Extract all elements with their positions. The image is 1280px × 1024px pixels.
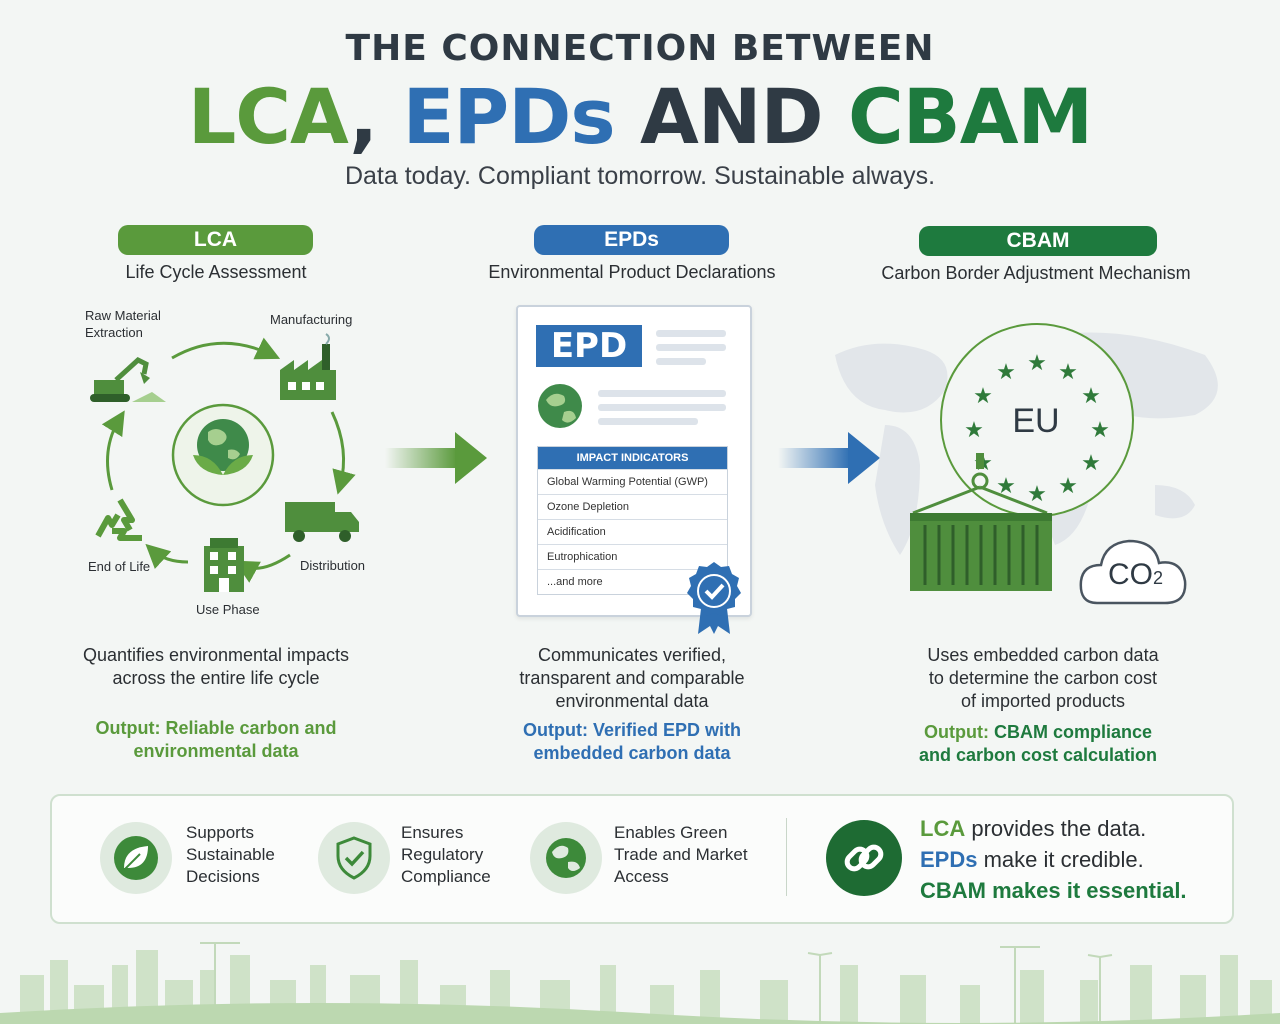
title-and: AND — [640, 72, 824, 161]
cbam-illustration: ★ ★ ★ ★ ★ ★ ★ ★ ★ ★ ★ ★ — [835, 323, 1218, 605]
slogan-line-1: LCA provides the data. — [920, 816, 1147, 841]
epd-subtitle: Environmental Product Declarations — [488, 262, 776, 282]
stage-end-of-life: End of Life — [88, 559, 151, 574]
lca-output: Output: Reliable carbon and environmenta… — [95, 718, 337, 761]
chain-link-icon — [844, 844, 884, 872]
lca-description: Quantifies environmental impacts across … — [82, 645, 350, 688]
arrow-use-to-eol — [145, 543, 189, 569]
svg-text:★: ★ — [1027, 482, 1047, 507]
crane-hook-icon — [912, 453, 1048, 515]
cbam-pill: CBAM — [919, 226, 1157, 256]
title-lca: LCA — [187, 72, 350, 161]
benefit-globe-badge — [530, 822, 602, 894]
benefit-sustainable: Supports Sustainable Decisions — [186, 823, 275, 886]
arrow-manufacturing-to-distribution — [330, 411, 356, 495]
impact-row: Global Warming Potential (GWP) — [538, 469, 727, 494]
panel-divider — [786, 818, 787, 896]
epd-output: Output: Verified EPD with embedded carbo… — [522, 720, 741, 763]
svg-text:★: ★ — [1081, 384, 1101, 409]
verified-seal-icon — [687, 562, 741, 634]
tagline: Data today. Compliant tomorrow. Sustaina… — [344, 162, 936, 190]
title-comma: , — [349, 72, 378, 161]
benefit-green-trade: Enables Green Trade and Market Access — [614, 823, 748, 886]
svg-text:★: ★ — [1058, 474, 1078, 499]
arrow-eol-to-raw — [101, 410, 125, 491]
impact-row: ...and more — [538, 569, 727, 594]
arrow-epd-to-cbam — [778, 432, 880, 484]
impact-row: Eutrophication — [538, 544, 727, 569]
cbam-subtitle: Carbon Border Adjustment Mechanism — [881, 263, 1191, 283]
link-badge — [826, 820, 902, 896]
svg-text:★: ★ — [964, 418, 984, 443]
shield-check-icon — [336, 836, 372, 880]
globe-icon — [538, 384, 582, 428]
stage-use-phase: Use Phase — [196, 602, 260, 617]
svg-text:★: ★ — [996, 474, 1016, 499]
epd-description: Communicates verified, transparent and c… — [519, 645, 745, 711]
svg-text:★: ★ — [1027, 351, 1047, 376]
lca-pill: LCA — [118, 225, 313, 255]
eu-label: EU — [1012, 402, 1060, 440]
leaf-icon — [114, 836, 158, 880]
svg-text:★: ★ — [1058, 360, 1078, 385]
impact-indicators-table: IMPACT INDICATORS Global Warming Potenti… — [537, 446, 728, 595]
slogan-line-2: EPDs make it credible. — [920, 847, 1144, 872]
impact-row: Acidification — [538, 519, 727, 544]
epd-pill: EPDs — [534, 225, 729, 255]
title-cbam: CBAM — [848, 72, 1093, 161]
arrow-distribution-to-use — [234, 553, 291, 583]
cbam-description: Uses embedded carbon data to determine t… — [927, 645, 1159, 711]
co2-cloud-icon — [1079, 539, 1187, 605]
svg-text:★: ★ — [1090, 418, 1110, 443]
slogan: LCA provides the data. EPDs make it cred… — [920, 813, 1187, 906]
benefit-compliance: Ensures Regulatory Compliance — [401, 823, 491, 886]
arrow-lca-to-epd — [385, 432, 487, 484]
building-icon — [204, 538, 244, 592]
title-epds: EPDs — [402, 72, 616, 161]
impact-table-header: IMPACT INDICATORS — [538, 447, 727, 469]
benefits-panel — [50, 794, 1234, 924]
excavator-icon — [90, 356, 166, 402]
factory-icon — [280, 333, 336, 400]
impact-row: Ozone Depletion — [538, 494, 727, 519]
cbam-output: Output: CBAM compliance and carbon cost … — [918, 722, 1158, 765]
arrow-raw-to-manufacturing — [171, 337, 281, 360]
co2-label: CO2 — [1108, 558, 1164, 591]
globe-leaf-center-icon — [171, 403, 275, 507]
recycle-icon — [95, 498, 142, 541]
title-top: THE CONNECTION BETWEEN — [345, 28, 935, 69]
benefit-leaf-badge — [100, 822, 172, 894]
benefit-shield-badge — [318, 822, 390, 894]
truck-icon — [285, 502, 359, 542]
lca-subtitle: Life Cycle Assessment — [125, 262, 307, 282]
svg-text:★: ★ — [996, 360, 1016, 385]
stage-manufacturing: Manufacturing — [270, 312, 353, 327]
city-skyline — [0, 942, 1280, 1024]
stage-raw-material: Raw Material Extraction — [85, 308, 161, 340]
eu-stars: ★ ★ ★ ★ ★ ★ ★ ★ ★ ★ ★ ★ — [964, 351, 1110, 507]
globe-icon — [546, 838, 586, 878]
slogan-line-3: CBAM makes it essential. — [920, 878, 1187, 903]
stage-distribution: Distribution — [300, 558, 366, 573]
world-map — [835, 332, 1218, 555]
epd-badge: EPD — [536, 325, 642, 367]
lifecycle-diagram — [90, 333, 359, 592]
title-main: LCA, EPDs AND CBAM — [0, 72, 1280, 161]
svg-text:★: ★ — [1081, 451, 1101, 476]
shipping-container-icon — [910, 513, 1052, 591]
svg-text:★: ★ — [973, 384, 993, 409]
